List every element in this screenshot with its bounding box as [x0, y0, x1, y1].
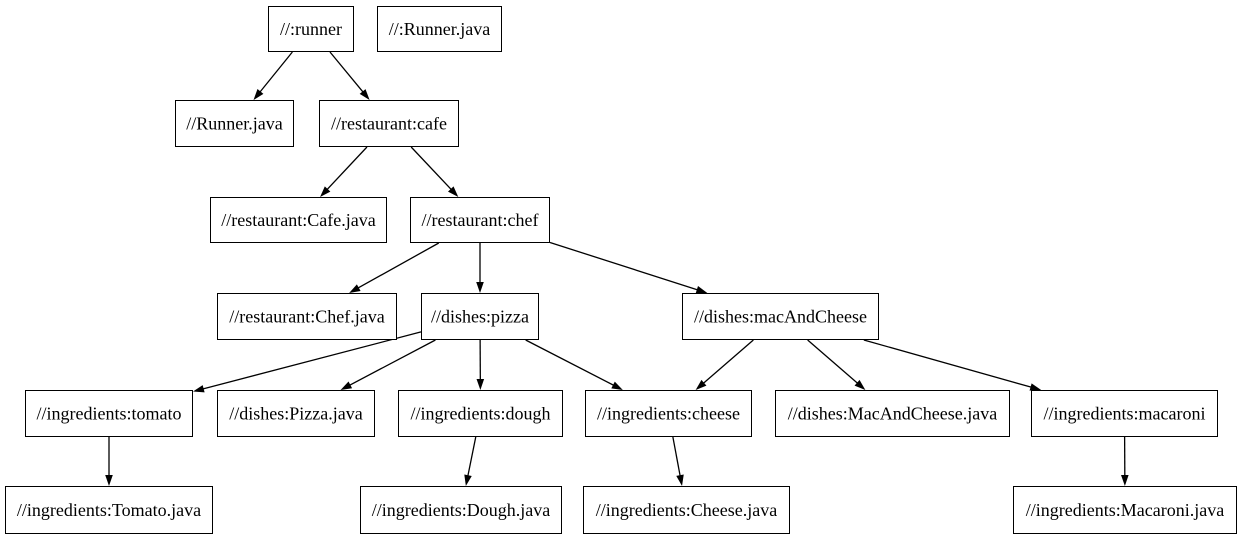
- edge-cafe-to-chef: [410, 146, 459, 197]
- node-box: [775, 390, 1010, 437]
- node-label: //ingredients:cheese: [597, 404, 740, 424]
- node-label: //ingredients:Macaroni.java: [1026, 500, 1224, 520]
- node-label: //restaurant:Cafe.java: [221, 210, 375, 230]
- node-cafe: //restaurant:cafe: [319, 100, 459, 147]
- edge-runner-to-runner-java: [253, 51, 293, 100]
- node-label: //:runner: [280, 19, 342, 39]
- node-label: //ingredients:Dough.java: [372, 500, 550, 520]
- node-label: //ingredients:macaroni: [1044, 404, 1206, 424]
- edge-pizza-to-pizza-java: [340, 339, 436, 390]
- edges-layer: [105, 51, 1129, 486]
- node-box: [585, 390, 752, 437]
- edge-mac-and-cheese-to-mac-and-cheese-java: [807, 339, 866, 390]
- node-mac-and-cheese: //dishes:macAndCheese: [682, 293, 879, 340]
- node-box: [5, 486, 213, 534]
- node-label: //Runner.java: [186, 114, 282, 134]
- node-box: [398, 390, 563, 437]
- edge-runner-to-cafe: [329, 51, 370, 100]
- node-label: //restaurant:Chef.java: [229, 307, 384, 327]
- node-cafe-java: //restaurant:Cafe.java: [210, 197, 387, 243]
- node-cheese-java: //ingredients:Cheese.java: [583, 486, 790, 534]
- node-box: [217, 293, 397, 340]
- node-macaroni: //ingredients:macaroni: [1031, 390, 1218, 437]
- node-label: //restaurant:chef: [422, 210, 539, 230]
- node-label: //:Runner.java: [389, 19, 490, 39]
- edge-chef-to-chef-java: [349, 242, 440, 293]
- node-chef-java: //restaurant:Chef.java: [217, 293, 397, 340]
- edge-cheese-to-cheese-java: [672, 436, 684, 486]
- node-box: [175, 100, 294, 147]
- node-pizza: //dishes:pizza: [421, 293, 539, 340]
- node-box: [421, 293, 539, 340]
- node-box: [377, 6, 502, 52]
- edge-pizza-to-dough: [476, 339, 485, 390]
- node-tomato-java: //ingredients:Tomato.java: [5, 486, 213, 534]
- nodes-layer: //:runner //:Runner.java //Runner.java //re…: [5, 6, 1237, 534]
- node-runner-java: //Runner.java: [175, 100, 294, 147]
- node-label: //ingredients:Tomato.java: [17, 500, 201, 520]
- node-label: //dishes:Pizza.java: [229, 404, 362, 424]
- node-dough-java: //ingredients:Dough.java: [360, 486, 562, 534]
- edge-pizza-to-cheese: [525, 339, 623, 390]
- node-mac-and-cheese-java: //dishes:MacAndCheese.java: [775, 390, 1010, 437]
- node-box: [410, 197, 550, 243]
- edge-chef-to-pizza: [476, 243, 484, 293]
- node-macaroni-java: //ingredients:Macaroni.java: [1013, 486, 1237, 534]
- node-tomato: //ingredients:tomato: [25, 390, 193, 437]
- edge-dough-to-dough-java: [464, 436, 477, 486]
- node-box: [583, 486, 790, 534]
- node-box: [319, 100, 459, 147]
- node-box: [682, 293, 879, 340]
- edge-mac-and-cheese-to-macaroni: [863, 339, 1042, 391]
- node-label: //dishes:macAndCheese: [694, 307, 867, 327]
- node-box: [268, 6, 354, 52]
- node-label: //ingredients:Cheese.java: [596, 500, 777, 520]
- node-box: [1013, 486, 1237, 534]
- node-label: //ingredients:dough: [411, 404, 551, 424]
- node-box: [360, 486, 562, 534]
- edge-cafe-to-cafe-java: [320, 146, 368, 197]
- edge-mac-and-cheese-to-cheese: [695, 339, 754, 390]
- node-box: [1031, 390, 1218, 437]
- node-pizza-java: //dishes:Pizza.java: [217, 390, 375, 437]
- node-box: [25, 390, 193, 437]
- node-box: [217, 390, 375, 437]
- node-dough: //ingredients:dough: [398, 390, 563, 437]
- node-box: [210, 197, 387, 243]
- node-runner-java-target: //:Runner.java: [377, 6, 502, 52]
- edge-tomato-to-tomato-java: [105, 437, 113, 486]
- node-label: //restaurant:cafe: [331, 114, 447, 134]
- node-chef: //restaurant:chef: [410, 197, 550, 243]
- node-label: //dishes:pizza: [431, 307, 529, 327]
- edge-chef-to-mac-and-cheese: [549, 241, 708, 294]
- edge-macaroni-to-macaroni-java: [1121, 436, 1129, 486]
- node-label: //ingredients:tomato: [37, 404, 182, 424]
- node-runner: //:runner: [268, 6, 354, 52]
- node-cheese: //ingredients:cheese: [585, 390, 752, 437]
- edge-pizza-to-tomato: [193, 331, 422, 393]
- node-label: //dishes:MacAndCheese.java: [788, 404, 997, 424]
